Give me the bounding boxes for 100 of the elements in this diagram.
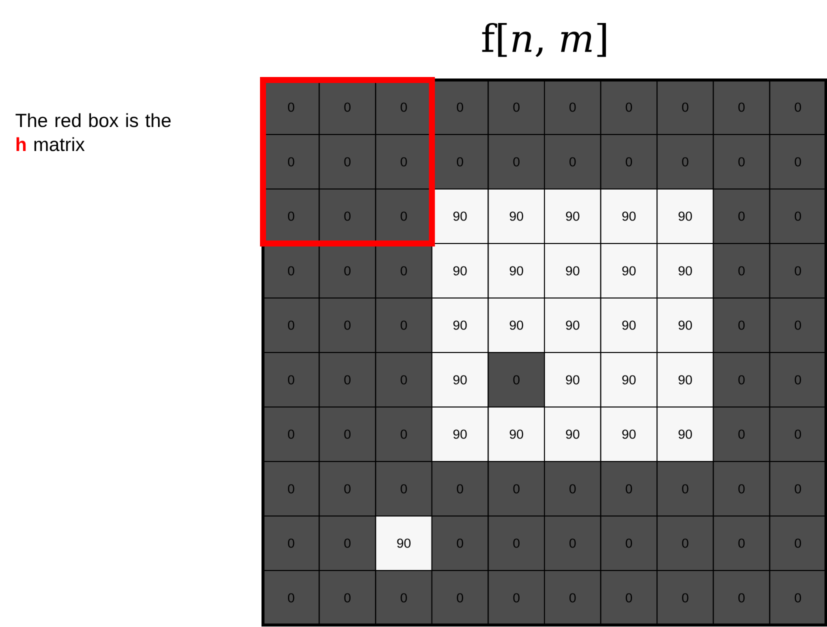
grid-cell: 0 — [769, 570, 827, 626]
grid-cell: 0 — [375, 188, 432, 244]
grid-cell: 0 — [712, 297, 770, 353]
grid-cell: 0 — [431, 79, 489, 135]
grid-cell: 0 — [656, 461, 714, 517]
grid-cell: 0 — [600, 515, 658, 571]
grid-cell: 0 — [769, 461, 827, 517]
grid-cell: 0 — [318, 134, 376, 190]
grid-cell: 0 — [262, 461, 320, 517]
grid-cell: 90 — [656, 352, 714, 408]
grid-cell: 90 — [544, 297, 602, 353]
grid-cell: 0 — [544, 79, 602, 135]
grid-cell: 90 — [600, 406, 658, 462]
grid-cell: 0 — [712, 188, 770, 244]
grid-cell: 0 — [262, 134, 320, 190]
grid-cell: 0 — [431, 461, 489, 517]
grid-cell: 0 — [375, 243, 432, 299]
grid-cell: 0 — [712, 570, 770, 626]
grid-cell: 0 — [656, 134, 714, 190]
grid-cell: 0 — [375, 297, 432, 353]
grid-cell: 0 — [656, 570, 714, 626]
grid-cell: 0 — [712, 134, 770, 190]
grid-cell: 0 — [600, 461, 658, 517]
grid-cell: 90 — [544, 188, 602, 244]
grid-cell: 90 — [544, 352, 602, 408]
grid-cell: 0 — [769, 352, 827, 408]
grid-cell: 0 — [656, 79, 714, 135]
grid-cell: 0 — [431, 570, 489, 626]
grid-cell: 0 — [318, 461, 376, 517]
grid-cell: 90 — [656, 297, 714, 353]
grid-cell: 0 — [262, 297, 320, 353]
grid-cell: 90 — [600, 297, 658, 353]
grid-cell: 0 — [544, 461, 602, 517]
grid-cell: 0 — [488, 461, 546, 517]
grid-cell: 90 — [431, 352, 489, 408]
grid-cell: 0 — [318, 297, 376, 353]
grid-cell: 0 — [769, 243, 827, 299]
grid-cell: 0 — [656, 515, 714, 571]
grid-cell: 0 — [318, 79, 376, 135]
grid-cell: 0 — [318, 243, 376, 299]
grid-cell: 0 — [318, 188, 376, 244]
grid-cell: 0 — [488, 79, 546, 135]
grid-cell: 0 — [431, 134, 489, 190]
grid-cell: 0 — [712, 406, 770, 462]
grid-cell: 0 — [712, 352, 770, 408]
grid-cell: 0 — [544, 515, 602, 571]
grid-cell: 90 — [600, 243, 658, 299]
grid-cell: 0 — [375, 570, 432, 626]
grid-cell: 0 — [262, 243, 320, 299]
grid-cell: 90 — [431, 406, 489, 462]
grid-cell: 90 — [656, 243, 714, 299]
grid-cell: 0 — [318, 515, 376, 571]
grid-cell: 90 — [375, 515, 432, 571]
grid-cell: 90 — [431, 243, 489, 299]
grid-cell: 90 — [488, 188, 546, 244]
grid-cell: 0 — [600, 134, 658, 190]
grid-cell: 0 — [375, 406, 432, 462]
grid-cell: 0 — [712, 79, 770, 135]
grid-cell: 0 — [318, 406, 376, 462]
grid-cell: 0 — [769, 188, 827, 244]
grid-cell: 0 — [488, 134, 546, 190]
grid-cell: 0 — [262, 406, 320, 462]
grid-cell: 90 — [488, 297, 546, 353]
grid-cell: 90 — [431, 188, 489, 244]
grid-cell: 0 — [488, 515, 546, 571]
grid-cell: 0 — [544, 134, 602, 190]
grid-cell: 0 — [431, 515, 489, 571]
grid-cell: 90 — [656, 406, 714, 462]
grid-cell: 0 — [544, 570, 602, 626]
grid-cell: 0 — [318, 570, 376, 626]
grid-cell: 90 — [488, 406, 546, 462]
note: The red box is the h matrix — [16, 113, 171, 152]
grid-cell: 0 — [375, 352, 432, 408]
grid-cell: 90 — [431, 297, 489, 353]
grid-cell: 90 — [544, 243, 602, 299]
grid-cell: 0 — [712, 243, 770, 299]
grid-cell: 0 — [769, 79, 827, 135]
grid-cell: 0 — [712, 515, 770, 571]
grid-cell: 0 — [488, 352, 546, 408]
grid-cell: 90 — [544, 406, 602, 462]
title: f[n, m] — [482, 22, 606, 58]
grid-cell: 0 — [769, 297, 827, 353]
grid-cell: 0 — [375, 461, 432, 517]
grid-cell: 0 — [318, 352, 376, 408]
grid-cell: 90 — [600, 352, 658, 408]
grid-cell: 0 — [600, 79, 658, 135]
grid-cell: 90 — [600, 188, 658, 244]
grid-cell: 0 — [769, 134, 827, 190]
grid-cell: 0 — [488, 570, 546, 626]
grid-cell: 90 — [656, 188, 714, 244]
grid-cell: 0 — [769, 406, 827, 462]
grid-cell: 0 — [262, 352, 320, 408]
grid-cell: 0 — [262, 515, 320, 571]
grid-cell: 0 — [600, 570, 658, 626]
grid-cell: 0 — [375, 79, 432, 135]
grid-cell: 0 — [262, 570, 320, 626]
grid-cell: 90 — [488, 243, 546, 299]
grid-cell: 0 — [375, 134, 432, 190]
grid-cell: 0 — [769, 515, 827, 571]
grid-cell: 0 — [712, 461, 770, 517]
